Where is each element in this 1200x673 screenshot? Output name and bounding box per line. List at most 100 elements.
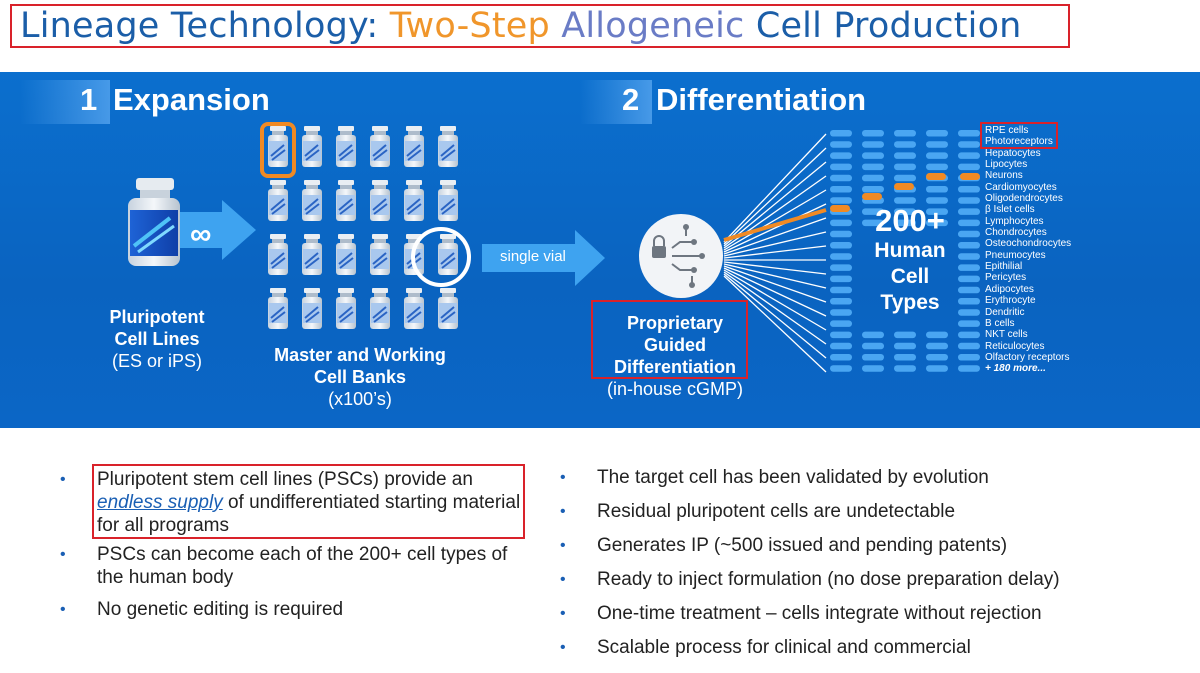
cell-type-pill [958, 354, 980, 361]
right-bullet-list: •The target cell has been validated by e… [560, 466, 1180, 659]
cell-type-pill [830, 163, 852, 171]
right-bullet-4: • Ready to inject formulation (no dose pr… [560, 568, 1180, 591]
diagram-graphics [128, 122, 980, 373]
title-part-two-step: Two-Step [389, 6, 562, 46]
cell-lineage-item: Lipocytes [985, 159, 1028, 171]
cell-type-pill [926, 342, 948, 350]
page-title: Lineage Technology: Two-Step Allogeneic … [20, 6, 1022, 46]
right-bullet-text: Scalable process for clinical and commer… [597, 637, 971, 658]
cell-type-pill [830, 186, 852, 193]
left-bullet-3: • No genetic editing is required [60, 598, 530, 621]
cell-type-pill [830, 130, 852, 137]
cell-type-pill [862, 163, 884, 171]
cell-type-pill [894, 208, 916, 215]
cell-type-pill [830, 219, 852, 227]
cell-bank-vial-grid [267, 125, 459, 330]
cell-type-pill [894, 342, 916, 350]
cell-type-pill [894, 163, 916, 171]
cell-type-pill [894, 219, 916, 227]
cell-type-pill [830, 264, 852, 271]
bullet-dot: • [60, 546, 66, 563]
step2-title: Differentiation [656, 82, 867, 117]
cell-type-pill [958, 253, 980, 260]
right-bullet-5: • One-time treatment – cells integrate wi… [560, 602, 1180, 625]
left-bullet-list: • Pluripotent stem cell lines (PSCs) pro… [60, 468, 530, 621]
left-bullet-2: • PSCs can become each of the 200+ cell … [60, 543, 530, 589]
cell-type-pill [958, 298, 980, 305]
cell-type-pill [958, 264, 980, 271]
selected-vial-circle [411, 227, 471, 287]
cell-type-pill [958, 130, 980, 137]
cell-types-count: 200+ [875, 203, 945, 238]
cell-lineage-item: Lymphocytes [985, 215, 1044, 227]
left-bullet-1: • Pluripotent stem cell lines (PSCs) pro… [60, 468, 530, 537]
cell-lineage-item: Osteochondrocytes [985, 238, 1072, 250]
left-bullet-1-text-b: of undifferentiated starting material fo… [97, 492, 521, 536]
bullet-dot: • [560, 571, 566, 588]
cell-lineage-item: Dendritic [985, 306, 1025, 318]
cell-types-line2: Cell [890, 265, 930, 288]
cell-lineage-item: NKT cells [985, 329, 1028, 341]
cell-type-pill [894, 197, 916, 204]
cell-type-pill [926, 365, 948, 372]
cell-type-pill [926, 141, 948, 148]
cell-type-pill [926, 331, 948, 339]
cell-type-pill [958, 208, 980, 215]
cell-lineage-item: Adipocytes [985, 283, 1034, 295]
cell-type-pill [958, 152, 980, 159]
cell-lineage-item: Oligodendrocytes [985, 193, 1063, 205]
right-bullet-text: One-time treatment – cells integrate wit… [597, 603, 1042, 624]
banks-line1: Master and Working [274, 345, 446, 365]
bullet-dot: • [560, 605, 566, 622]
cell-type-pill [862, 208, 884, 215]
cell-type-grid [830, 130, 980, 372]
cell-types-line3: Types [880, 291, 940, 314]
cell-lineage-item: RPE cells [985, 125, 1029, 136]
bullet-dot: • [560, 537, 566, 554]
cell-type-pill [894, 331, 916, 339]
cell-type-pill [830, 309, 852, 316]
step1-header-accent [20, 80, 110, 124]
cell-type-pill [894, 130, 916, 137]
cell-type-pill [958, 331, 980, 339]
cell-type-pill [862, 365, 884, 372]
cell-lineage-item: Epithilial [985, 261, 1023, 273]
large-cell-vial-icon [128, 178, 180, 266]
process-diagram-panel: 1 Expansion 2 Differentiation [0, 72, 1200, 428]
pluripotent-cell-lines-label: Pluripotent Cell Lines (ES or iPS) [82, 306, 232, 372]
single-vial-arrow [482, 230, 605, 286]
cell-type-pill [958, 275, 980, 283]
cell-type-pill [862, 331, 884, 339]
cell-type-pill [830, 365, 852, 372]
cell-type-pill [926, 197, 948, 204]
cell-type-pill [830, 230, 852, 238]
endless-supply-link[interactable]: endless supply [97, 492, 223, 513]
cell-type-pill [830, 331, 852, 339]
cell-type-pill [958, 163, 980, 171]
cell-type-pill [894, 174, 916, 182]
title-part-cell-production: Cell Production [755, 6, 1022, 46]
left-bullet-3-text: No genetic editing is required [97, 599, 344, 620]
cell-type-pill [862, 152, 884, 159]
cell-type-pill [862, 342, 884, 350]
right-bullet-text: Ready to inject formulation (no dose pre… [597, 569, 1060, 590]
bullet-dot: • [60, 601, 66, 618]
cell-type-pill [894, 365, 916, 372]
cell-type-pill [958, 342, 980, 350]
title-part-lineage: Lineage Technology: [20, 6, 390, 46]
infinity-symbol: ∞ [190, 218, 212, 251]
guided-differentiation-chip-icon [639, 214, 723, 298]
bullet-dot: • [560, 503, 566, 520]
cell-lineage-more: + 180 more... [985, 363, 1046, 375]
step2-number: 2 [622, 82, 640, 117]
cell-banks-label: Master and Working Cell Banks (x100’s) [255, 344, 465, 410]
cell-type-pill [830, 275, 852, 283]
proprietary-line3: Differentiation [613, 357, 736, 377]
cell-lineage-item: Pneumocytes [985, 249, 1046, 261]
cell-lineage-item: β Islet cells [985, 204, 1035, 216]
proprietary-differentiation-label: Proprietary Guided Differentiation (in-h… [590, 312, 760, 400]
cell-type-pill [958, 186, 980, 193]
pluripotent-line2: Cell Lines [114, 329, 200, 349]
cell-type-pill [830, 141, 852, 148]
